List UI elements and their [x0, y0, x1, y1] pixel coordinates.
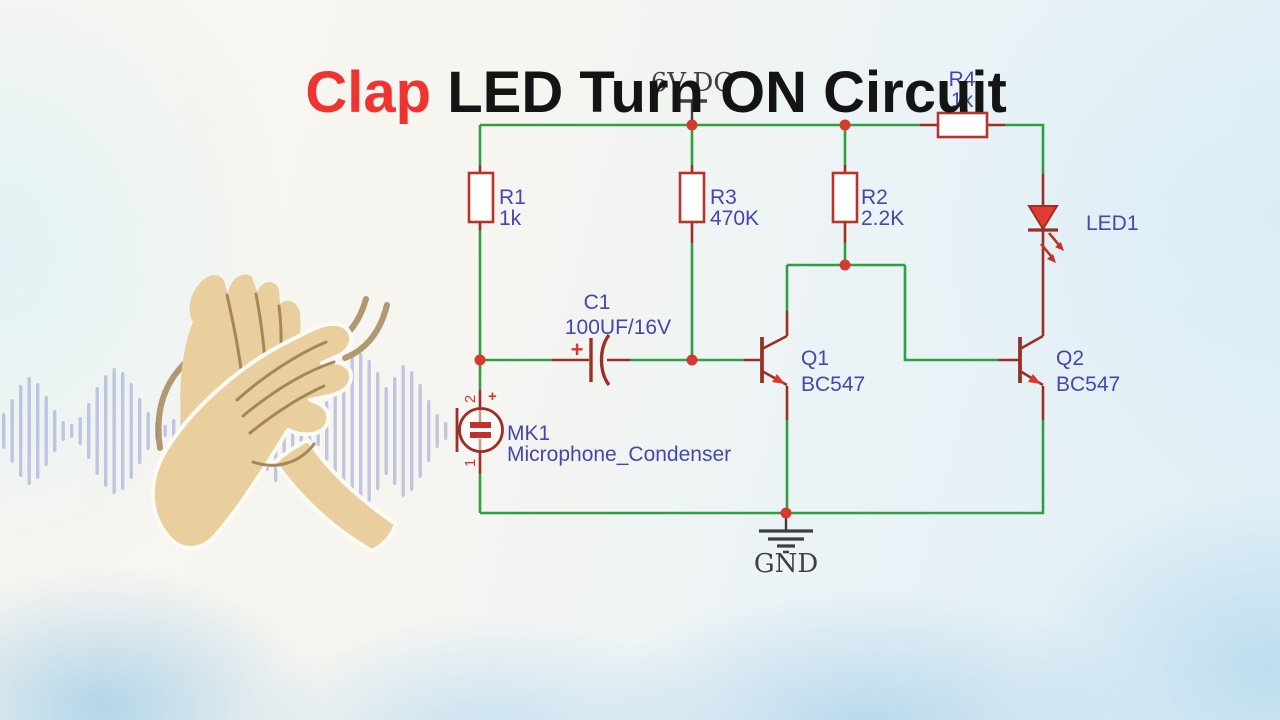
- waveform-bar: [393, 377, 397, 485]
- junction-dots: [474, 119, 851, 519]
- waveform-bar: [359, 353, 363, 509]
- waveform-bar: [121, 372, 125, 490]
- waveform-bar: [376, 372, 380, 490]
- r3-value-label: 470K: [710, 207, 759, 230]
- c1-value-label: 100UF/16V: [565, 316, 671, 339]
- waveform-bar: [410, 371, 414, 491]
- q1-ref-label: Q1: [801, 347, 829, 370]
- waveform-bar: [342, 368, 346, 494]
- waveform-bar: [87, 403, 91, 459]
- led1-ref-label: LED1: [1086, 212, 1139, 235]
- resistor-r2-symbol: [831, 171, 859, 224]
- title-rest: LED Turn ON Circuit: [431, 60, 1007, 125]
- c1-plus-polarity-icon: +: [571, 337, 584, 362]
- waveform-bar: [61, 421, 65, 441]
- r1-ref-label: R1: [499, 186, 526, 209]
- mk1-ref-label: MK1: [507, 422, 550, 445]
- waveform-bar: [19, 385, 23, 477]
- r4-value-label: 1k: [951, 89, 974, 112]
- waveform-bar: [36, 383, 40, 479]
- page-title: Clap LED Turn ON Circuit: [0, 0, 1280, 124]
- waveform-bar: [435, 414, 439, 448]
- c1-ref-label: C1: [584, 291, 611, 314]
- mk1-pin-1-label: 1: [462, 459, 479, 467]
- title-highlight-word: Clap: [305, 60, 432, 125]
- r4-ref-label: R4: [949, 68, 976, 91]
- microphone-mk1-symbol: [455, 407, 504, 453]
- waveform-bar: [10, 399, 14, 463]
- waveform-bar: [444, 422, 448, 440]
- power-label: 6V-DC: [651, 68, 733, 98]
- waveform-bar: [367, 360, 371, 502]
- waveform-bar: [350, 357, 354, 505]
- r2-value-label: 2.2K: [861, 207, 904, 230]
- forearm: [273, 438, 398, 553]
- resistor-r1-symbol: [467, 171, 495, 224]
- waveform-bar: [163, 425, 167, 437]
- clapping-hands-illustration: [150, 274, 398, 553]
- r3-ref-label: R3: [710, 186, 737, 209]
- waveform-bar: [146, 412, 150, 450]
- component-pins: [478, 123, 1045, 474]
- waveform-bar: [129, 383, 133, 479]
- mk1-value-label: Microphone_Condenser: [507, 443, 731, 466]
- waveform-bar: [2, 413, 6, 449]
- led1-symbol: [1027, 205, 1064, 263]
- waveform-bar: [418, 384, 422, 478]
- ground-label: GND: [754, 549, 818, 579]
- mk1-pin-2-label: 2: [462, 395, 479, 403]
- q2-value-label: BC547: [1056, 373, 1120, 396]
- capacitor-c1-symbol: [589, 333, 611, 387]
- q2-ref-label: Q2: [1056, 347, 1084, 370]
- waveform-bar: [78, 417, 82, 445]
- waveform-bar: [138, 398, 142, 464]
- r2-ref-label: R2: [861, 186, 888, 209]
- transistor-q1-symbol: [744, 334, 788, 387]
- waveform-bar: [333, 384, 337, 478]
- waveform-bar: [53, 410, 57, 452]
- mk1-plus-polarity-icon: +: [488, 388, 497, 405]
- r1-value-label: 1k: [499, 207, 522, 230]
- waveform-bar: [95, 387, 99, 475]
- waveform-bar: [427, 400, 431, 462]
- transistor-q2-symbol: [1009, 334, 1044, 387]
- ground-symbol: [759, 513, 813, 554]
- waveform-bar: [401, 365, 405, 497]
- waveform-bar: [44, 396, 48, 466]
- waveform-bar: [112, 368, 116, 494]
- waveform-bar: [27, 377, 31, 485]
- waveform-bar: [70, 424, 74, 438]
- q1-value-label: BC547: [801, 373, 865, 396]
- led-light-arrows-icon: [1040, 232, 1064, 263]
- waveform-bar: [384, 387, 388, 475]
- resistor-r4-symbol: [936, 111, 989, 139]
- resistor-r3-symbol: [678, 171, 706, 224]
- waveform-bar: [104, 375, 108, 487]
